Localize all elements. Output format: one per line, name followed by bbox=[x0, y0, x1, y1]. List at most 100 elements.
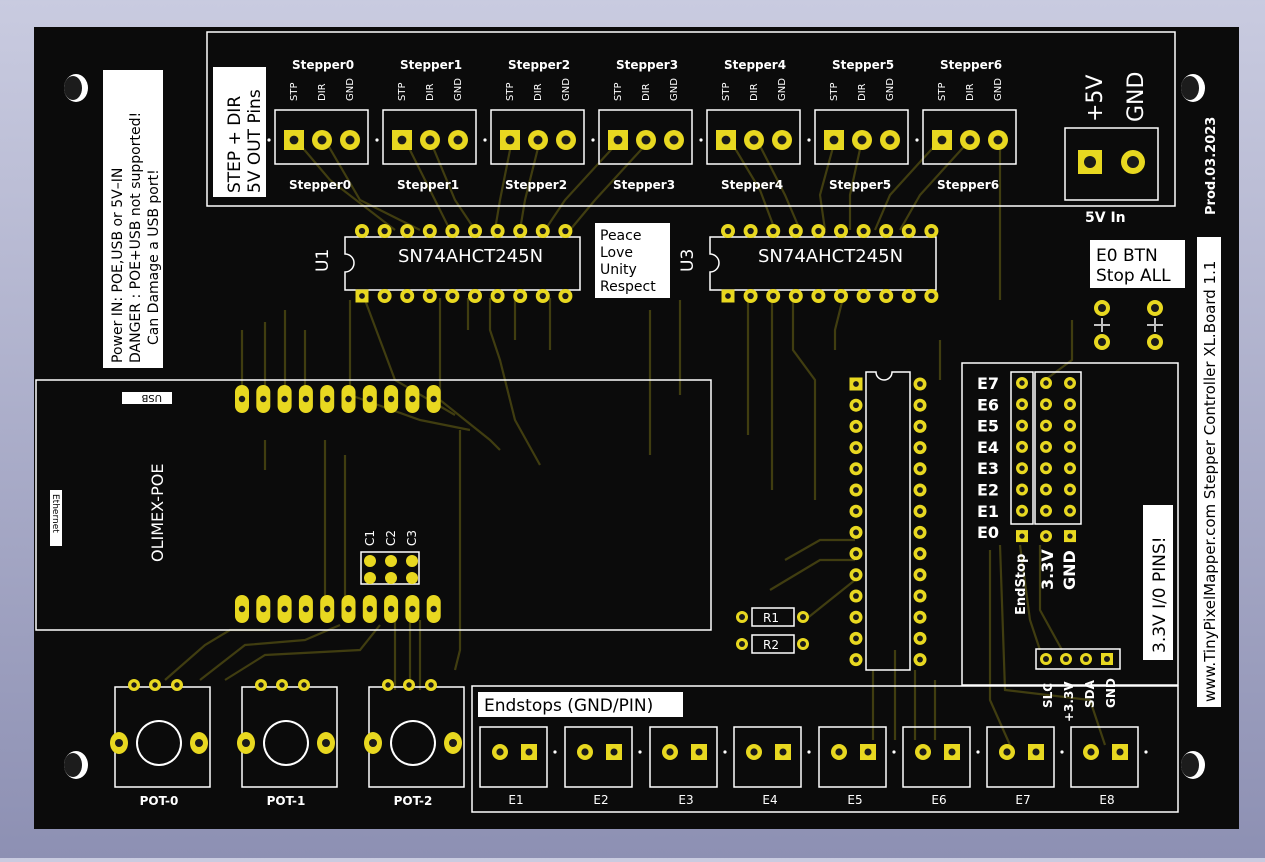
capacitor-pads bbox=[360, 551, 420, 585]
io-row-label-e1: E1 bbox=[977, 502, 999, 521]
motto-3: Unity bbox=[600, 262, 637, 278]
r2-label: R2 bbox=[763, 638, 779, 652]
pot-0: POT-0 bbox=[110, 679, 211, 808]
pot-0-label: POT-0 bbox=[140, 794, 179, 808]
step-dir-line2: 5V OUT Pins bbox=[245, 89, 265, 193]
stepper-0-bottom-label: Stepper0 bbox=[289, 178, 351, 192]
stepper-2-pin-label: STP bbox=[505, 83, 516, 102]
e0-btn-line2: Stop ALL bbox=[1096, 266, 1171, 286]
stepper-1-bottom-label: Stepper1 bbox=[397, 178, 459, 192]
endstop-e7: E7 bbox=[986, 726, 1064, 807]
io-row-label-e0: E0 bbox=[977, 523, 999, 542]
io-section-outline bbox=[961, 362, 1179, 686]
endstop-e8: E8 bbox=[1070, 726, 1148, 807]
usb-label-box bbox=[122, 392, 172, 404]
board-title: www.TinyPixelMapper.com Stepper Controll… bbox=[1201, 261, 1219, 702]
eth-label-box bbox=[50, 490, 62, 546]
motto-1: Peace bbox=[600, 228, 641, 244]
pot-2-label: POT-2 bbox=[394, 794, 433, 808]
stepper-3-top-label: Stepper3 bbox=[616, 58, 678, 72]
resistor-r2: R2 bbox=[736, 634, 809, 654]
io-row-label-e3: E3 bbox=[977, 459, 999, 478]
step-dir-label-box bbox=[213, 67, 266, 197]
stepper-0-outline bbox=[274, 109, 369, 165]
eth-label: Ethernet bbox=[50, 494, 60, 533]
power-connector-outline bbox=[1064, 127, 1159, 201]
power-note-line2: DANGER : POE+USB not supported! bbox=[128, 112, 144, 363]
u1-ref: U1 bbox=[313, 249, 333, 272]
large-socket bbox=[849, 371, 927, 671]
cap-c1: C1 bbox=[363, 530, 377, 546]
u1-part: SN74AHCT245N bbox=[398, 246, 543, 267]
i2c-sda: SDA bbox=[1083, 679, 1097, 708]
stepper-5-outline bbox=[814, 109, 909, 165]
e0-btn-label-box bbox=[1090, 240, 1185, 288]
stepper-1-top-label: Stepper1 bbox=[400, 58, 462, 72]
cap-c2: C2 bbox=[384, 530, 398, 546]
step-dir-line1: STEP + DIR bbox=[225, 96, 245, 193]
stepper-6-top-label: Stepper6 bbox=[940, 58, 1002, 72]
e0-btn-line1: E0 BTN bbox=[1096, 246, 1158, 266]
stepper-4-pin-label: STP bbox=[721, 83, 732, 102]
endstop-e3: E3 bbox=[649, 726, 727, 807]
stepper-3-outline bbox=[598, 109, 693, 165]
io-warning-box bbox=[1143, 505, 1173, 660]
stepper-5-bottom-label: Stepper5 bbox=[829, 178, 891, 192]
stepper-2-pin-label: DIR bbox=[533, 83, 544, 101]
i2c-slc: SLC bbox=[1041, 683, 1055, 708]
io-endstop-label: EndStop bbox=[1014, 554, 1029, 615]
pot-2: POT-2 bbox=[364, 679, 465, 808]
endstop-e1-label: E1 bbox=[508, 793, 523, 807]
endstop-e6-label: E6 bbox=[931, 793, 946, 807]
io-row-label-e4: E4 bbox=[977, 438, 999, 457]
stepper-section-outline bbox=[206, 31, 1176, 207]
io-gnd-label: GND bbox=[1060, 550, 1079, 590]
cap-c3: C3 bbox=[405, 530, 419, 546]
pot-1: POT-1 bbox=[237, 679, 338, 808]
stepper-3-pin-label: GND bbox=[669, 78, 680, 101]
motto-box bbox=[595, 223, 670, 298]
stepper-2-bottom-label: Stepper2 bbox=[505, 178, 567, 192]
motto-2: Love bbox=[600, 245, 633, 261]
power-gnd-label: GND bbox=[1124, 72, 1149, 122]
e0-button-pads bbox=[1094, 300, 1163, 350]
io-33v-label: 3.3V bbox=[1038, 549, 1057, 590]
stepper-6-pin-label: STP bbox=[937, 83, 948, 102]
io-row-label-e5: E5 bbox=[977, 417, 999, 436]
endstop-e4-label: E4 bbox=[762, 793, 777, 807]
stepper-1-pin-label: GND bbox=[453, 78, 464, 101]
stepper-0-pin-label: GND bbox=[345, 78, 356, 101]
stepper-3-pin-label: DIR bbox=[641, 83, 652, 101]
endstops-outline bbox=[471, 685, 1179, 813]
power-in-label: 5V In bbox=[1085, 210, 1126, 226]
olimex-header-pins bbox=[235, 385, 441, 623]
endstop-e5: E5 bbox=[818, 726, 896, 807]
io-warning: 3.3V I/0 PINS! bbox=[1150, 536, 1170, 653]
stepper-5-top-label: Stepper5 bbox=[832, 58, 894, 72]
power-plus-label: +5V bbox=[1083, 75, 1108, 122]
stepper-1-pin-label: DIR bbox=[425, 83, 436, 101]
stepper-6-pin-label: DIR bbox=[965, 83, 976, 101]
endstop-e5-label: E5 bbox=[847, 793, 862, 807]
prod-date: Prod.03.2023 bbox=[1204, 117, 1219, 215]
u3-part: SN74AHCT245N bbox=[758, 246, 903, 267]
endstops-title-box bbox=[478, 692, 683, 717]
board-title-box bbox=[1197, 237, 1221, 707]
stepper-1-pin-label: STP bbox=[397, 83, 408, 102]
i2c-header bbox=[1035, 648, 1121, 670]
stepper-0-top-label: Stepper0 bbox=[292, 58, 354, 72]
u3-ref: U3 bbox=[678, 249, 698, 272]
stepper-2-outline bbox=[490, 109, 585, 165]
endstop-e3-label: E3 bbox=[678, 793, 693, 807]
stepper-4-outline bbox=[706, 109, 801, 165]
stepper-0-pin-label: STP bbox=[289, 83, 300, 102]
